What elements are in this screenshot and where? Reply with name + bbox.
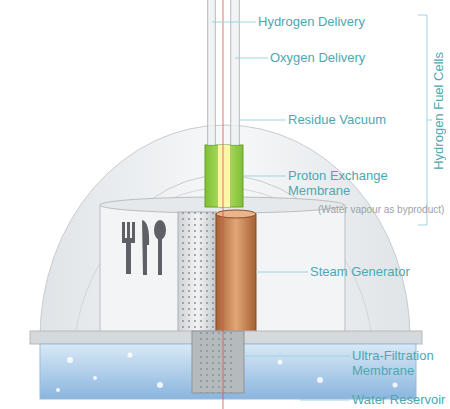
steam-generator-top [216, 210, 256, 218]
dome-shell [40, 125, 410, 338]
part-label: Steam Generator [310, 264, 440, 279]
inner-housing [100, 205, 345, 332]
part-label: Ultra-Filtration Membrane [352, 348, 450, 378]
proton-exchange-membrane [205, 145, 243, 207]
group-label: Hydrogen Fuel Cells [431, 52, 446, 170]
filter-mesh [200, 331, 236, 393]
perforation [178, 212, 216, 332]
cutlery-icon [122, 220, 166, 275]
ultra-filtration-membrane [192, 331, 244, 393]
centre-axis [223, 0, 224, 409]
bracket [418, 15, 432, 225]
part-label: Proton Exchange Membrane [288, 168, 400, 198]
part-label: Oxygen Delivery [270, 50, 410, 65]
perforated-cylinder [178, 212, 216, 332]
part-label: Residue Vacuum [288, 112, 413, 127]
membrane-core [218, 145, 230, 207]
steam-generator [216, 214, 256, 332]
part-label: Hydrogen Delivery [258, 14, 408, 29]
note-label: (Water vapour as byproduct) [318, 204, 448, 216]
part-label: Water Reservoir [352, 392, 450, 407]
